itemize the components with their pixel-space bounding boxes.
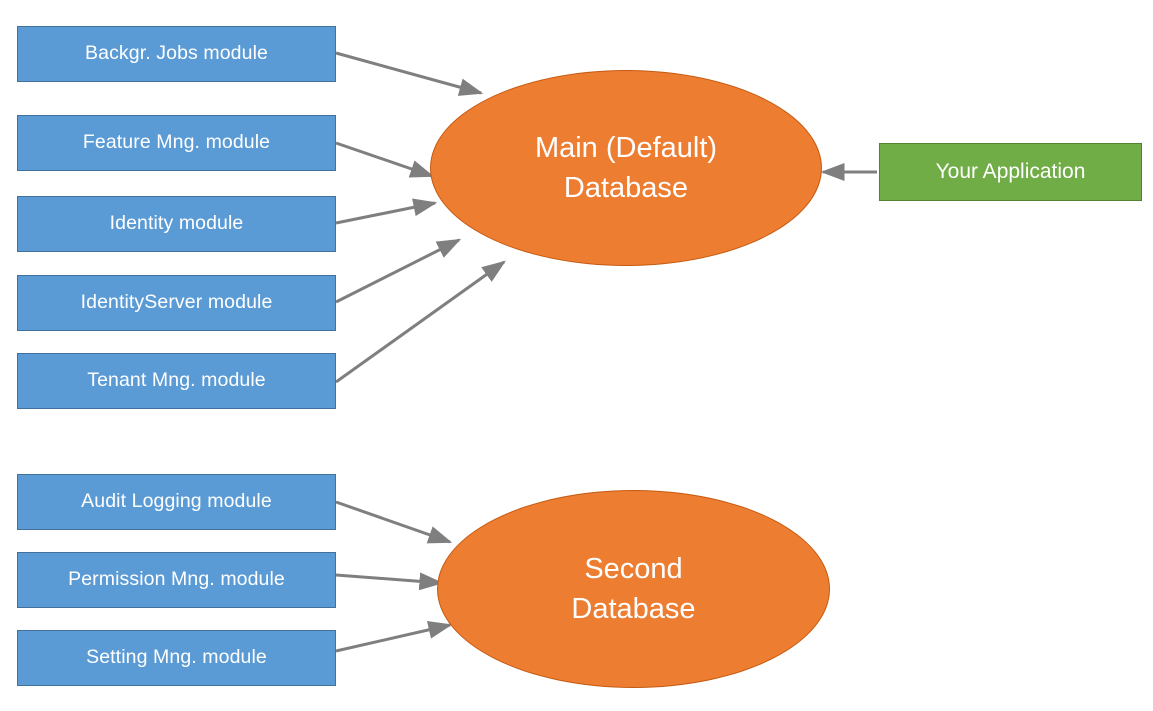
module-box-feature-mng[interactable]: Feature Mng. module: [17, 115, 336, 171]
arrow-tenant-mng-to-main: [335, 260, 506, 384]
arrow-identityserver-to-main: [335, 238, 462, 304]
application-label: Your Application: [935, 160, 1086, 183]
database-ellipse-second[interactable]: Second Database: [437, 490, 830, 688]
module-label: IdentityServer module: [80, 291, 273, 314]
application-box[interactable]: Your Application: [879, 143, 1142, 201]
module-box-identityserver[interactable]: IdentityServer module: [17, 275, 336, 331]
arrow-audit-logging-to-second: [335, 500, 453, 544]
module-label: Audit Logging module: [81, 490, 272, 513]
module-label: Feature Mng. module: [82, 131, 271, 154]
database-label-line2: Database: [571, 593, 696, 625]
database-label-line1: Second: [584, 552, 683, 585]
module-box-backgr-jobs[interactable]: Backgr. Jobs module: [17, 26, 336, 82]
arrow-feature-mng-to-main: [335, 141, 435, 178]
module-label: Identity module: [109, 212, 244, 235]
module-box-permission-mng[interactable]: Permission Mng. module: [17, 552, 336, 608]
module-box-identity[interactable]: Identity module: [17, 196, 336, 252]
module-box-setting-mng[interactable]: Setting Mng. module: [17, 630, 336, 686]
module-box-audit-logging[interactable]: Audit Logging module: [17, 474, 336, 530]
arrow-backgr-jobs-to-main: [335, 51, 484, 96]
arrow-permission-mng-to-second: [335, 572, 444, 591]
module-label: Backgr. Jobs module: [85, 42, 268, 65]
module-label: Setting Mng. module: [86, 646, 267, 669]
arrow-setting-mng-to-second: [335, 621, 453, 653]
database-label-line1: Main (Default): [534, 131, 718, 164]
module-label: Tenant Mng. module: [87, 369, 266, 392]
database-ellipse-main[interactable]: Main (Default) Database: [430, 70, 822, 266]
module-box-tenant-mng[interactable]: Tenant Mng. module: [17, 353, 336, 409]
module-label: Permission Mng. module: [68, 568, 285, 591]
database-label-line2: Database: [563, 172, 689, 204]
arrow-identity-to-main: [335, 198, 438, 225]
